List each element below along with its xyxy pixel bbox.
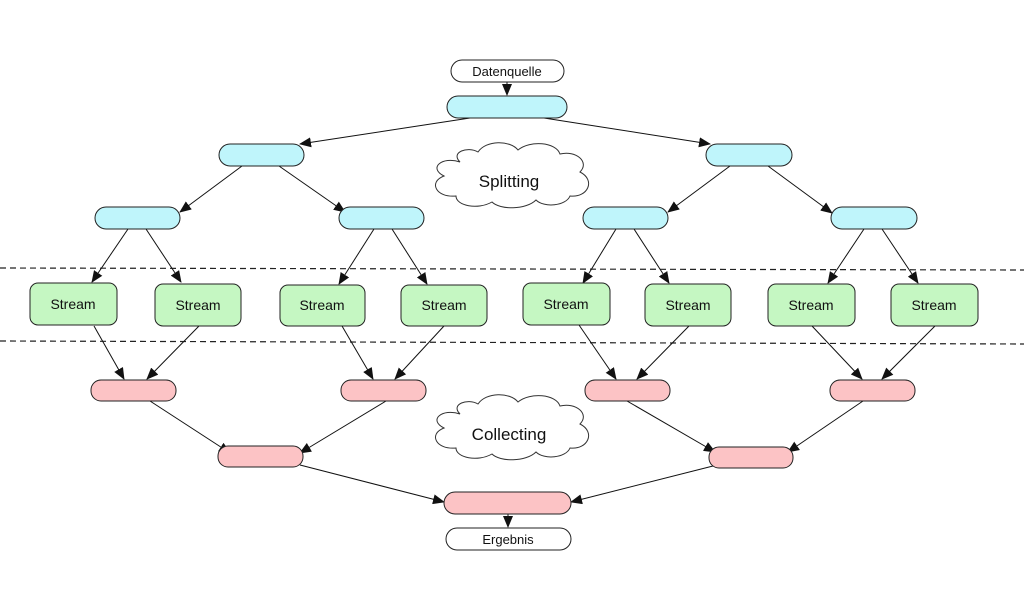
- splitting-cloud: Splitting: [435, 142, 590, 209]
- stream-node: Stream: [522, 282, 611, 326]
- nodes: Datenquelle Ergebnis Stream Stream Strea…: [29, 59, 979, 551]
- collect-node-r2: [829, 379, 916, 402]
- flow-arrow: [767, 165, 833, 214]
- edges: [91, 82, 936, 528]
- stream-label: Stream: [911, 297, 956, 313]
- collect-node-r1: [584, 379, 671, 402]
- result-node: Ergebnis: [445, 527, 572, 551]
- result-label: Ergebnis: [482, 532, 534, 547]
- split-node-right: [705, 143, 793, 167]
- flow-arrow: [633, 228, 670, 284]
- flow-arrow: [146, 325, 200, 380]
- collect-node-l1: [90, 379, 177, 402]
- stream-node: Stream: [644, 283, 732, 327]
- stream-label: Stream: [543, 296, 588, 312]
- flow-arrow: [881, 228, 919, 284]
- collect-node-right: [708, 446, 794, 469]
- dashed-separator-top: [0, 267, 1024, 271]
- stream-node: Stream: [890, 283, 979, 327]
- flow-arrow: [179, 165, 243, 213]
- split-node-r1: [582, 206, 669, 230]
- flow-arrow: [626, 400, 716, 453]
- stream-label: Stream: [421, 297, 466, 313]
- source-label: Datenquelle: [472, 64, 541, 79]
- source-node: Datenquelle: [450, 59, 565, 83]
- stream-node: Stream: [29, 282, 118, 326]
- flow-arrow: [391, 228, 428, 285]
- splitting-label: Splitting: [479, 172, 539, 191]
- stream-node: Stream: [279, 284, 366, 327]
- dashed-separator-bottom: [0, 340, 1024, 345]
- flow-arrow: [787, 400, 864, 453]
- collecting-label: Collecting: [472, 425, 547, 444]
- collect-node-l2: [340, 379, 427, 402]
- collecting-cloud: Collecting: [435, 394, 590, 461]
- flow-arrow: [881, 325, 936, 380]
- split-node-l2: [338, 206, 425, 230]
- flow-arrow: [278, 165, 346, 213]
- flow-arrow: [582, 228, 617, 284]
- flow-arrow: [299, 464, 445, 505]
- flow-arrow: [394, 325, 445, 380]
- flow-arrow: [811, 325, 863, 380]
- flow-arrow: [578, 324, 617, 380]
- stream-label: Stream: [50, 296, 95, 312]
- stream-node: Stream: [400, 284, 488, 327]
- flow-arrow: [91, 228, 129, 283]
- flow-arrow: [667, 165, 731, 213]
- flow-arrow: [145, 228, 182, 283]
- split-node-r2: [830, 206, 918, 230]
- split-node-l1: [94, 206, 181, 230]
- split-node-root: [446, 95, 568, 119]
- stream-label: Stream: [175, 297, 220, 313]
- stream-node: Stream: [154, 283, 242, 327]
- flow-arrow: [570, 465, 714, 505]
- flow-arrow: [543, 117, 711, 148]
- flow-arrow: [341, 325, 374, 380]
- stream-label: Stream: [299, 297, 344, 313]
- flow-arrow: [636, 325, 690, 380]
- stream-node: Stream: [767, 283, 856, 327]
- stream-label: Stream: [665, 297, 710, 313]
- stream-label: Stream: [788, 297, 833, 313]
- flow-arrow: [149, 400, 231, 454]
- collect-node-left: [217, 445, 304, 468]
- flow-arrow: [338, 228, 375, 285]
- flow-arrow: [299, 400, 387, 454]
- collect-node-root: [443, 491, 572, 515]
- flow-arrow: [93, 325, 125, 380]
- flow-arrow: [299, 117, 471, 148]
- flow-arrow: [827, 228, 865, 284]
- split-node-left: [218, 143, 305, 167]
